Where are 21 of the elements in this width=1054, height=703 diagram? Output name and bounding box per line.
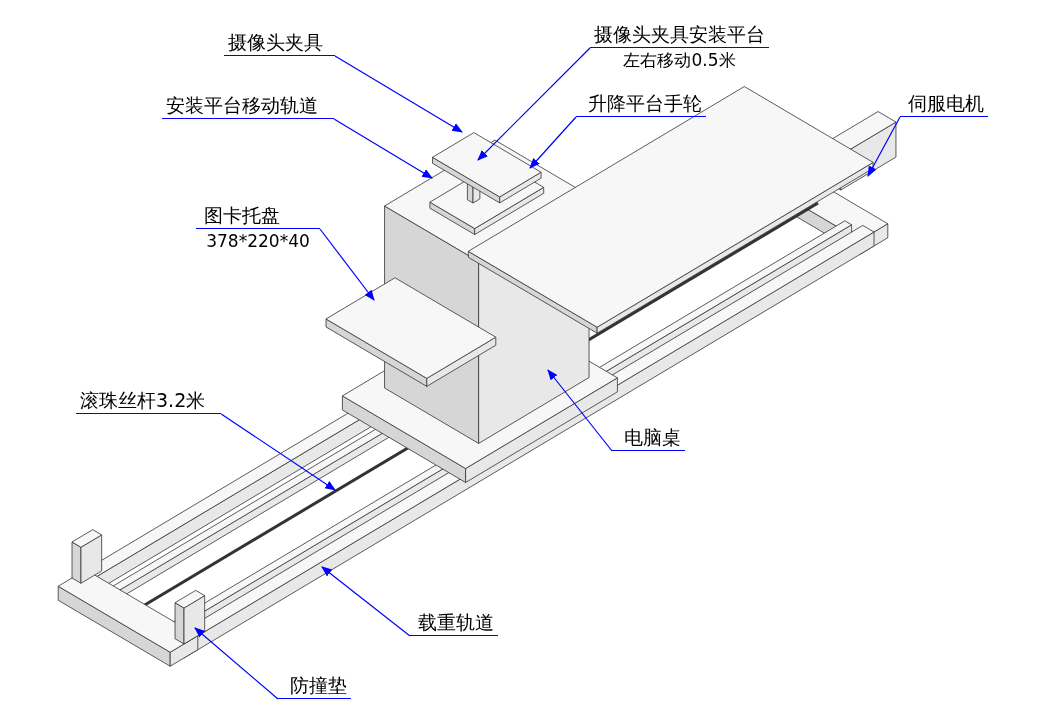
callout-label: 摄像头夹具安装平台 <box>590 22 769 48</box>
callout-note: 左右移动0.5米 <box>623 49 736 72</box>
leader-line <box>547 369 613 452</box>
leader-line <box>321 566 411 637</box>
callout-label: 图卡托盘 <box>196 203 320 229</box>
callout-label: 防撞垫 <box>278 673 351 699</box>
callout-label: 升降平台手轮 <box>576 91 706 117</box>
leader-line <box>529 116 577 169</box>
callout-label: 摄像头夹具 <box>224 30 335 56</box>
callout-label: 电脑桌 <box>612 425 685 451</box>
leader-line <box>333 118 433 179</box>
leader-line <box>477 47 591 161</box>
callout-label: 载重轨道 <box>410 610 498 636</box>
leader-line <box>220 413 336 491</box>
callout-label: 滚珠丝杆3.2米 <box>76 388 222 414</box>
leader-line <box>319 228 375 301</box>
callout-note: 378*220*40 <box>206 230 310 253</box>
callout-label: 伺服电机 <box>900 91 988 117</box>
callout-label: 安装平台移动轨道 <box>162 93 334 119</box>
leader-line <box>334 55 463 133</box>
leader-line <box>194 627 279 700</box>
